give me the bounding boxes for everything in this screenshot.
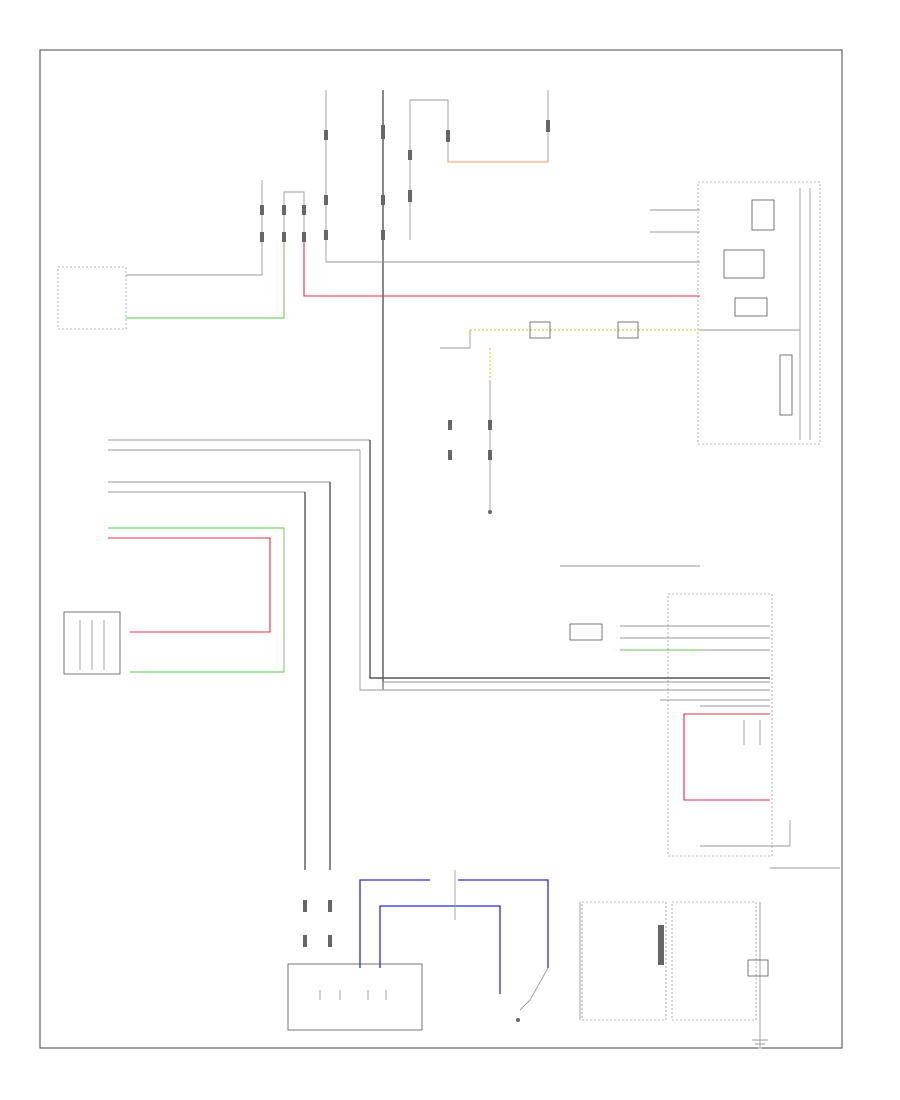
left-middle-sensors	[63, 439, 770, 870]
combination-meter	[650, 181, 821, 445]
junction-left-top	[260, 180, 306, 318]
right-middle-module	[560, 565, 840, 869]
passenger-detection-module	[57, 242, 285, 330]
bottom-area	[287, 870, 769, 1049]
sensor-chain	[440, 321, 700, 514]
diagram-frame	[39, 49, 843, 1049]
top-fuse-group	[324, 90, 550, 690]
